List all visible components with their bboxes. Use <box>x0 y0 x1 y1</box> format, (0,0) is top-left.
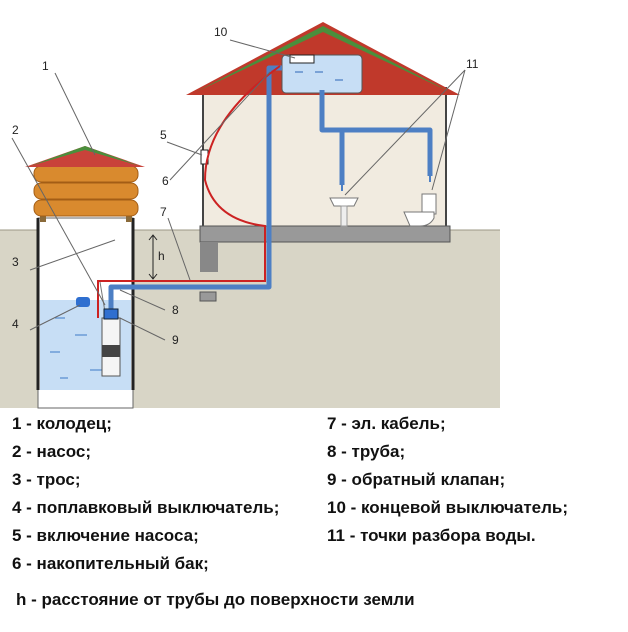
legend-item-11: 11 - точки разбора воды. <box>327 526 536 545</box>
label-11: 11 <box>466 57 479 71</box>
outlet-drops <box>341 176 431 191</box>
legend-item-9: 9 - обратный клапан; <box>327 470 506 489</box>
leader-lines <box>11 39 466 341</box>
legend-item-1: 1 - колодец; <box>12 414 112 433</box>
label-3: 3 <box>12 255 19 269</box>
label-5: 5 <box>160 128 167 142</box>
label-4: 4 <box>12 317 19 331</box>
well <box>25 146 145 409</box>
legend-item-10: 10 - концевой выключатель; <box>327 498 569 517</box>
label-2: 2 <box>12 123 19 137</box>
electric-cable <box>97 65 281 318</box>
legend-left-column: 1 - колодец; 2 - насос; 3 - трос; 4 - по… <box>12 410 279 578</box>
well-log-walls <box>33 165 139 217</box>
well-roof <box>25 146 145 167</box>
pipe-fitting <box>199 291 217 302</box>
label-10: 10 <box>214 25 228 39</box>
water-supply-diagram: h 1 2 3 4 5 6 7 8 9 10 11 <box>0 22 500 409</box>
tank-waves <box>295 71 343 81</box>
legend-item-5: 5 - включение насоса; <box>12 526 199 545</box>
foundation-pillar <box>200 242 218 272</box>
well-roof-ridge <box>30 146 140 166</box>
label-9: 9 <box>172 333 179 347</box>
toilet-tank <box>421 193 437 215</box>
sink <box>329 197 359 207</box>
limit-switch <box>289 54 315 64</box>
water-waves <box>50 317 102 379</box>
label-6: 6 <box>162 174 169 188</box>
legend-note-h: h - расстояние от трубы до поверхности з… <box>16 590 415 609</box>
legend-item-7: 7 - эл. кабель; <box>327 414 446 433</box>
sink-stand <box>340 205 348 227</box>
pump-stripe <box>102 345 120 357</box>
float-switch <box>76 297 90 307</box>
legend-right-column: 7 - эл. кабель; 8 - труба; 9 - обратный … <box>327 410 568 550</box>
label-h: h <box>158 249 165 263</box>
legend-item-8: 8 - труба; <box>327 442 406 461</box>
check-valve <box>103 308 119 320</box>
legend-item-6: 6 - накопительный бак; <box>12 554 209 573</box>
legend-item-2: 2 - насос; <box>12 442 92 461</box>
label-8: 8 <box>172 303 179 317</box>
legend-item-3: 3 - трос; <box>12 470 81 489</box>
legend-item-4: 4 - поплавковый выключатель; <box>12 498 280 517</box>
main-pipe <box>108 65 282 318</box>
label-1: 1 <box>42 59 49 73</box>
house <box>186 22 460 272</box>
label-7: 7 <box>160 205 167 219</box>
distribution-pipe <box>319 90 433 176</box>
pipes <box>108 65 433 318</box>
h-arrows <box>148 234 158 280</box>
house-foundation <box>199 225 451 243</box>
toilet-bowl <box>403 211 435 227</box>
